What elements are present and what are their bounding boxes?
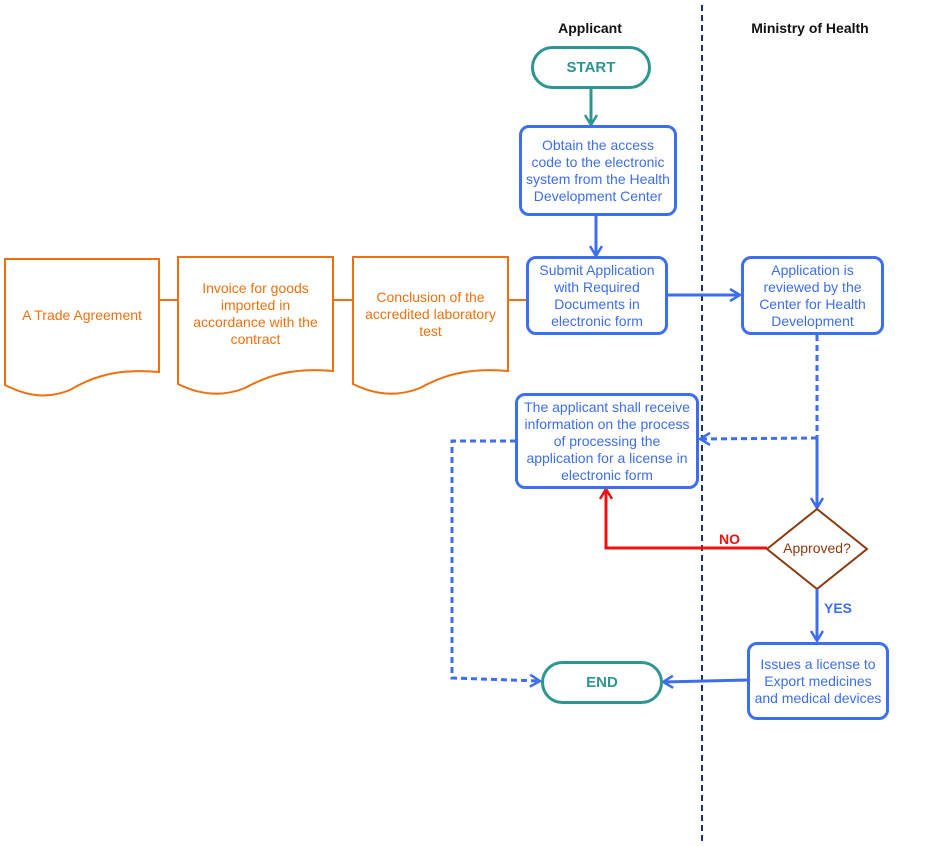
document-shape-invoice — [177, 256, 334, 395]
receive-information-step[interactable]: The applicant shall receive information … — [515, 393, 699, 489]
document-invoice: Invoice for goods imported in accordance… — [193, 280, 318, 347]
document-shape-lab-test — [352, 256, 509, 395]
submit-application-step[interactable]: Submit Application with Required Documen… — [526, 256, 668, 335]
document-lab-test: Conclusion of the accredited laboratory … — [365, 288, 496, 339]
issue-license-step[interactable]: Issues a license to Export medicines and… — [747, 642, 889, 720]
edge-no-path — [606, 489, 767, 550]
edge-receive-info-to-end-dotted — [450, 439, 540, 681]
lane-title-ministry: Ministry of Health — [751, 20, 869, 36]
edge-to-receive-info-dotted — [700, 438, 818, 439]
edge-label-no: NO — [719, 531, 740, 547]
decision-label[interactable]: Approved? — [783, 540, 851, 556]
lane-title-applicant: Applicant — [558, 20, 622, 36]
end-terminal[interactable]: END — [541, 661, 663, 704]
edge-issue-to-end — [663, 680, 749, 682]
start-terminal[interactable]: START — [531, 46, 651, 89]
obtain-code-step[interactable]: Obtain the access code to the electronic… — [519, 125, 677, 216]
application-reviewed-step[interactable]: Application is reviewed by the Center fo… — [741, 256, 884, 335]
edge-label-yes: YES — [824, 600, 853, 616]
document-shape-trade-agreement — [4, 258, 160, 397]
document-trade-agreement: A Trade Agreement — [22, 306, 142, 323]
